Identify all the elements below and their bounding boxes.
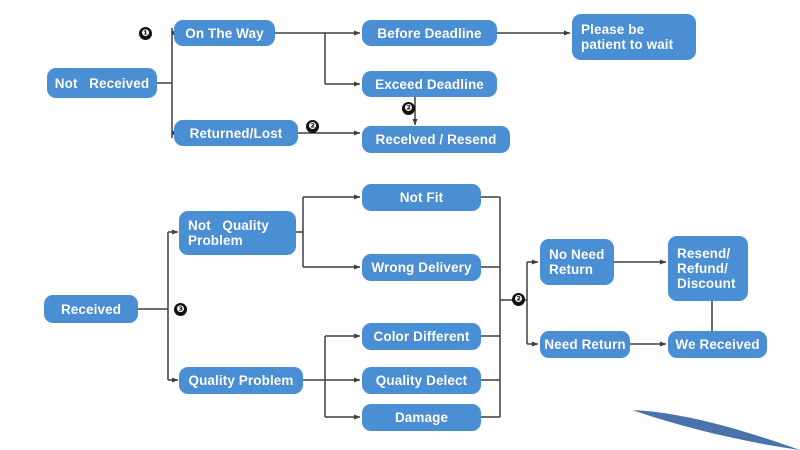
node-not-fit-label: Not Fit — [399, 190, 444, 205]
node-please-be-patient-label: Please be patient to wait — [581, 22, 674, 52]
node-resend-refund-discount-label: Resend/ Refund/ Discount — [677, 246, 736, 291]
node-resend-refund-discount[interactable]: Resend/ Refund/ Discount — [668, 236, 748, 301]
step-marker-3: ❸ — [174, 303, 187, 316]
node-we-received-label: We Received — [675, 337, 760, 352]
node-no-need-return-label: No Need Return — [549, 247, 605, 277]
node-color-different-label: Color Different — [373, 329, 470, 344]
node-wrong-delivery[interactable]: Wrong Delivery — [362, 254, 481, 281]
node-recelved-resend-label: Recelved / Resend — [375, 132, 497, 147]
decorative-swoosh — [632, 410, 800, 450]
node-need-return-label: Need Return — [544, 337, 626, 352]
node-wrong-delivery-label: Wrong Delivery — [371, 260, 472, 275]
node-not-fit[interactable]: Not Fit — [362, 184, 481, 211]
node-received[interactable]: Received — [44, 295, 138, 323]
node-before-deadline-label: Before Deadline — [377, 25, 482, 41]
node-quality-delect[interactable]: Quality Delect — [362, 367, 481, 394]
node-no-need-return[interactable]: No Need Return — [540, 239, 614, 285]
node-damage-label: Damage — [394, 410, 449, 425]
step-marker-2-exceed: ❷ — [402, 102, 415, 115]
node-quality-problem-label: Quality Problem — [188, 373, 294, 388]
node-returned-lost-label: Returned/Lost — [189, 125, 283, 141]
step-marker-1: ❶ — [139, 27, 152, 40]
node-received-label: Received — [60, 301, 122, 317]
node-not-quality-problem-label: Not Quality Problem — [188, 218, 269, 248]
node-damage[interactable]: Damage — [362, 404, 481, 431]
node-recelved-resend[interactable]: Recelved / Resend — [362, 126, 510, 153]
step-marker-2-return-split: ❷ — [512, 293, 525, 306]
node-returned-lost[interactable]: Returned/Lost — [174, 120, 298, 146]
node-quality-delect-label: Quality Delect — [375, 373, 468, 388]
node-on-the-way[interactable]: On The Way — [174, 20, 275, 46]
node-not-quality-problem[interactable]: Not Quality Problem — [179, 211, 296, 255]
node-color-different[interactable]: Color Different — [362, 323, 481, 350]
node-exceed-deadline[interactable]: Exceed Deadline — [362, 71, 497, 97]
node-before-deadline[interactable]: Before Deadline — [362, 20, 497, 46]
node-quality-problem[interactable]: Quality Problem — [179, 367, 303, 394]
node-not-received-label: Not Received — [54, 75, 150, 91]
node-need-return[interactable]: Need Return — [540, 331, 630, 358]
node-exceed-deadline-label: Exceed Deadline — [375, 76, 484, 92]
node-we-received[interactable]: We Received — [668, 331, 767, 358]
step-marker-2-returned: ❷ — [306, 120, 319, 133]
node-not-received[interactable]: Not Received — [47, 68, 157, 98]
node-please-be-patient[interactable]: Please be patient to wait — [572, 14, 696, 60]
node-on-the-way-label: On The Way — [185, 25, 264, 41]
